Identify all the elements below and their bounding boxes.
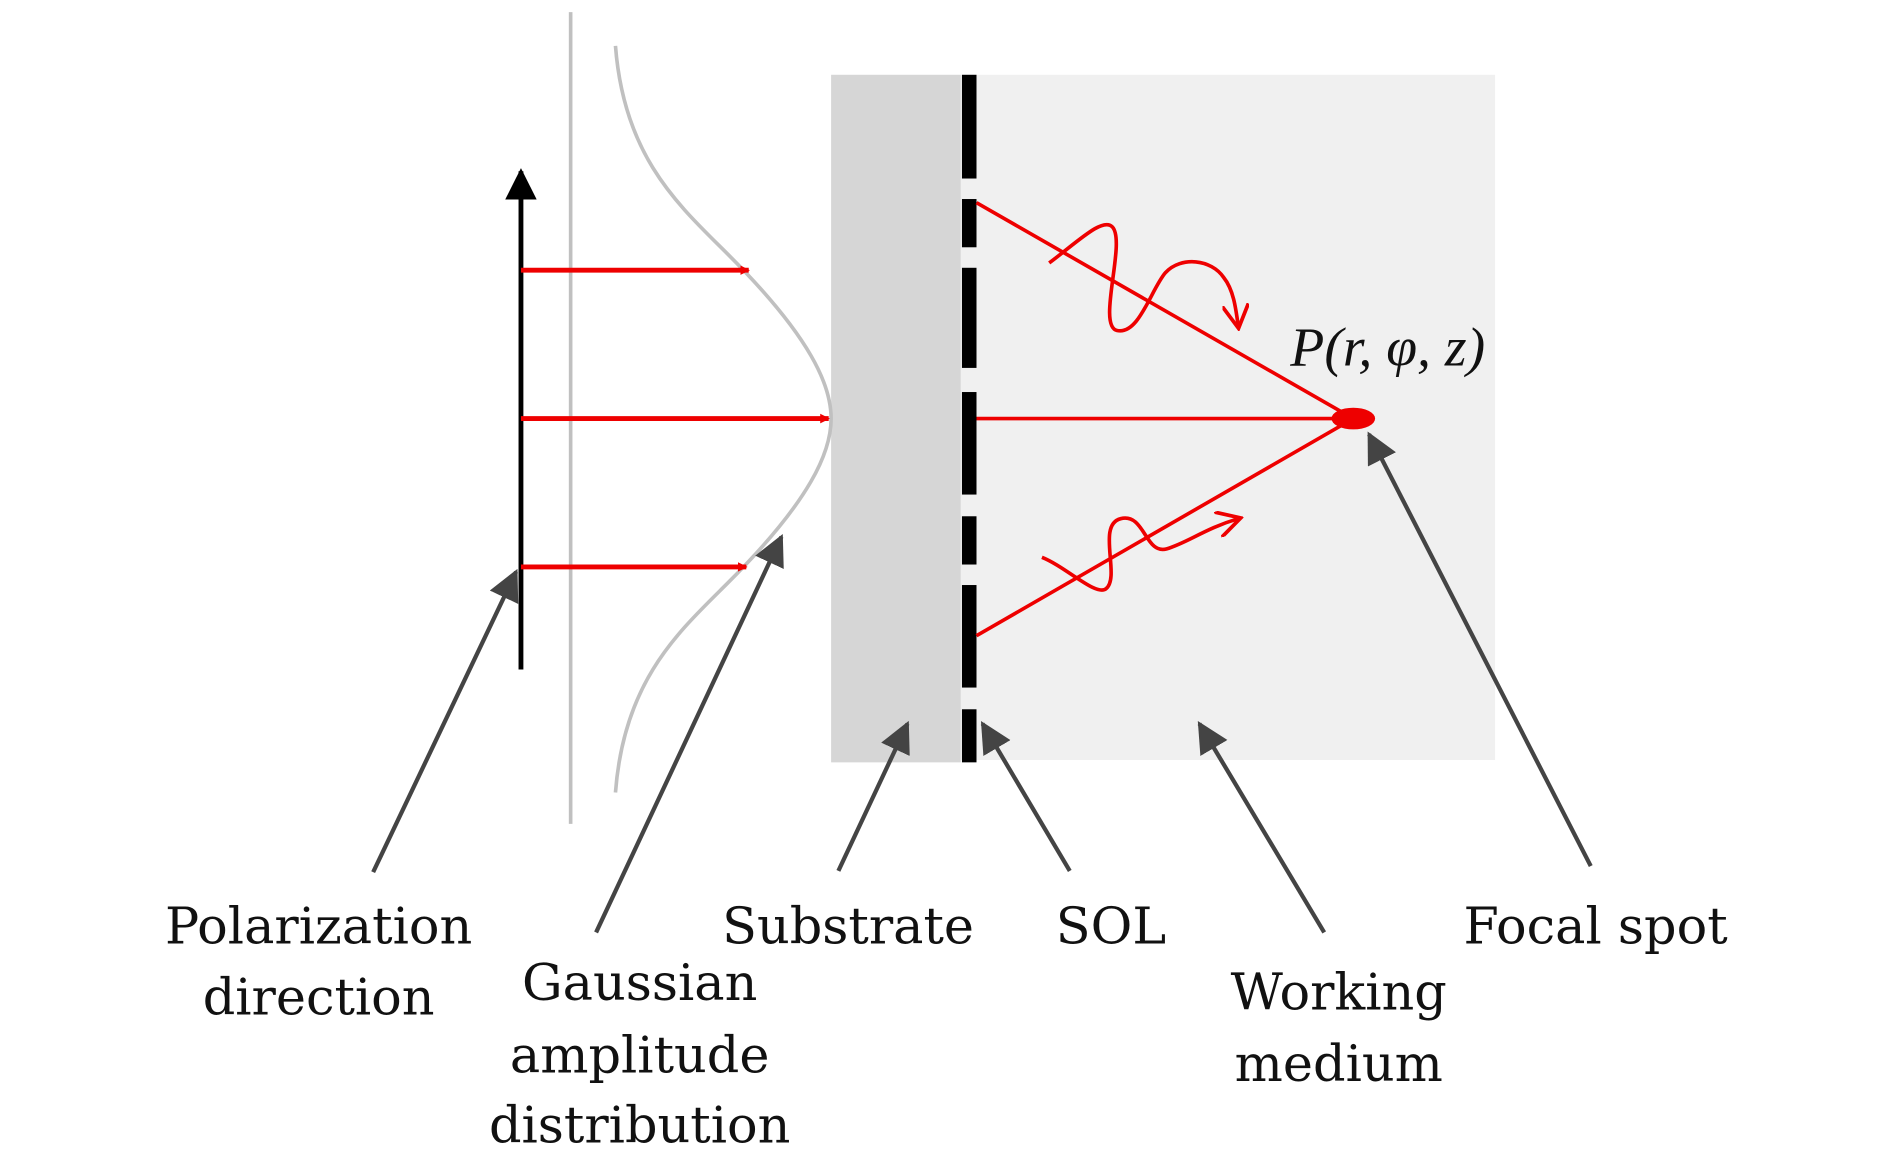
label-gaussian-line1: Gaussian — [522, 953, 757, 1012]
diffracted-beam-bottom — [975, 417, 1355, 638]
label-polarization-line2: direction — [203, 968, 435, 1027]
wave-icon-top — [1048, 222, 1238, 333]
pointer-polarization — [371, 568, 519, 874]
pointer-sol — [980, 721, 1072, 872]
label-substrate: Substrate — [722, 896, 974, 955]
pointer-gaussian — [594, 533, 784, 934]
focal-spot-marker — [1331, 407, 1376, 430]
label-gaussian-line2: amplitude — [510, 1025, 770, 1084]
focal-point-label: P(r, φ, z) — [1289, 317, 1485, 379]
pointer-working-medium — [1197, 721, 1327, 934]
label-focal-spot: Focal spot — [1464, 896, 1728, 955]
substrate-region — [831, 74, 961, 763]
label-working-medium-line1: Working — [1231, 963, 1447, 1022]
label-polarization-line1: Polarization — [165, 896, 472, 955]
pointer-focal-spot — [1367, 431, 1593, 868]
wave-icon-bottom — [1041, 518, 1238, 592]
pointer-substrate — [836, 720, 910, 872]
diffracted-beam-top — [975, 201, 1355, 421]
label-sol: SOL — [1056, 896, 1166, 955]
gaussian-amplitude-curve — [613, 45, 833, 793]
sol-mask — [961, 74, 977, 763]
label-working-medium-line2: medium — [1235, 1034, 1443, 1093]
label-gaussian-line3: distribution — [489, 1095, 790, 1154]
